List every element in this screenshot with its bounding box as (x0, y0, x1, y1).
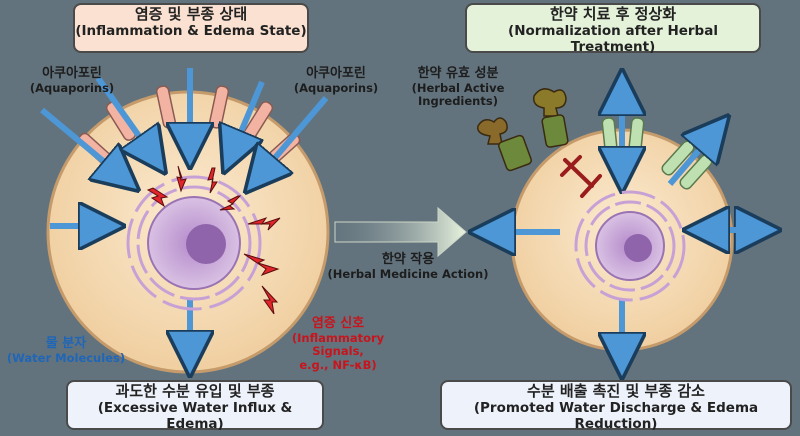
aquaporin-right-korean: 아쿠아포린 (306, 66, 366, 81)
ingredient-korean: 한약 유효 성분 (417, 66, 499, 81)
inhibition-symbol (560, 155, 602, 198)
water-molecules-label: 물 분자 (Water Molecules) (6, 336, 126, 365)
herbal-action-arrow (334, 206, 467, 258)
left-bottom-english: (Excessive Water Influx & Edema) (97, 400, 293, 433)
left-bottom-box: 과도한 수분 유입 및 부종 (Excessive Water Influx &… (66, 380, 324, 433)
herbal-action-korean: 한약 작용 (381, 252, 435, 267)
inflammatory-signal-bolts (146, 165, 281, 315)
signal-english-line1: (Inflammatory Signals, (291, 330, 385, 359)
water-english: (Water Molecules) (6, 350, 126, 365)
right-title-box: 한약 치료 후 정상화 (Normalization after Herbal … (465, 3, 761, 56)
right-title-english: (Normalization after Herbal Treatment) (508, 23, 718, 56)
right-bottom-english: (Promoted Water Discharge & Edema Reduct… (473, 400, 759, 433)
aquaporin-right-english: (Aquaporins) (293, 80, 379, 95)
ingredient-english-line1: (Herbal Active (411, 80, 505, 95)
herbal-action-label: 한약 작용 (Herbal Medicine Action) (318, 252, 498, 281)
ingredient-english-line2: Ingredients) (418, 94, 498, 109)
aquaporin-left-english: (Aquaporins) (29, 80, 115, 95)
right-bottom-korean: 수분 배출 촉진 및 부종 감소 (527, 382, 705, 400)
right-water-efflux-arrows (486, 86, 764, 362)
aquaporin-label-right: 아쿠아포린 (Aquaporins) (276, 66, 396, 95)
right-title-korean: 한약 치료 후 정상화 (549, 5, 677, 23)
herbal-action-english: (Herbal Medicine Action) (327, 266, 489, 281)
right-nucleus (574, 190, 686, 302)
left-title-english: (Inflammation & Edema State) (75, 23, 307, 39)
herbal-ingredient-molecules (477, 88, 569, 172)
left-title-box: 염증 및 부종 상태 (Inflammation & Edema State) (73, 3, 309, 53)
right-bottom-box: 수분 배출 촉진 및 부종 감소 (Promoted Water Dischar… (440, 380, 792, 433)
inflammatory-signal-label: 염증 신호 (Inflammatory Signals, e.g., NF-κB… (268, 316, 408, 373)
left-nucleus (126, 175, 262, 311)
signal-korean: 염증 신호 (311, 316, 365, 331)
aquaporin-left-korean: 아쿠아포린 (42, 66, 102, 81)
left-title-korean: 염증 및 부종 상태 (134, 5, 248, 23)
ingredient-label: 한약 유효 성분 (Herbal Active Ingredients) (398, 66, 518, 109)
signal-english-line2: e.g., NF-κB) (299, 358, 377, 373)
left-bottom-korean: 과도한 수분 유입 및 부종 (115, 382, 275, 400)
water-korean: 물 분자 (45, 336, 87, 351)
aquaporin-label-left: 아쿠아포린 (Aquaporins) (12, 66, 132, 95)
